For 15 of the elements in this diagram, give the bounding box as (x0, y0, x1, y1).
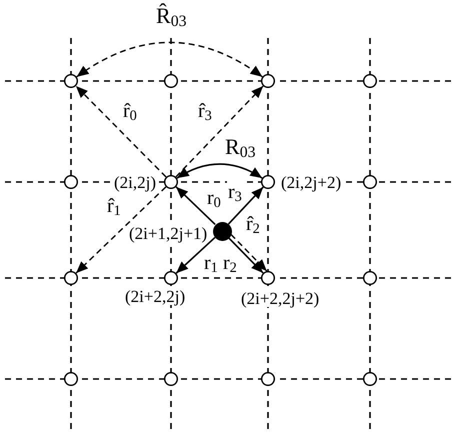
arrow (176, 186, 216, 225)
coordinate-label: (2i,2j+2) (280, 174, 342, 190)
arrow (228, 186, 264, 225)
edge-label: R̂$_{03}$ (155, 3, 188, 29)
dashed-arrow (76, 186, 166, 274)
arrow (176, 236, 216, 274)
edge-label: r$_{3}$ (227, 180, 243, 204)
coordinate-label: (2i,2j) (113, 174, 158, 190)
dashed-arrow (75, 85, 167, 178)
dashed-arrow (175, 86, 264, 178)
curved-double-arrow (176, 163, 263, 179)
coordinate-label: (2i+2,2j+2) (240, 290, 320, 307)
coordinate-label: (2i+1,2j+1) (128, 225, 208, 242)
coordinate-label: (2i+2,2j) (124, 288, 186, 305)
dashed-curved-double-arrow (76, 42, 263, 78)
